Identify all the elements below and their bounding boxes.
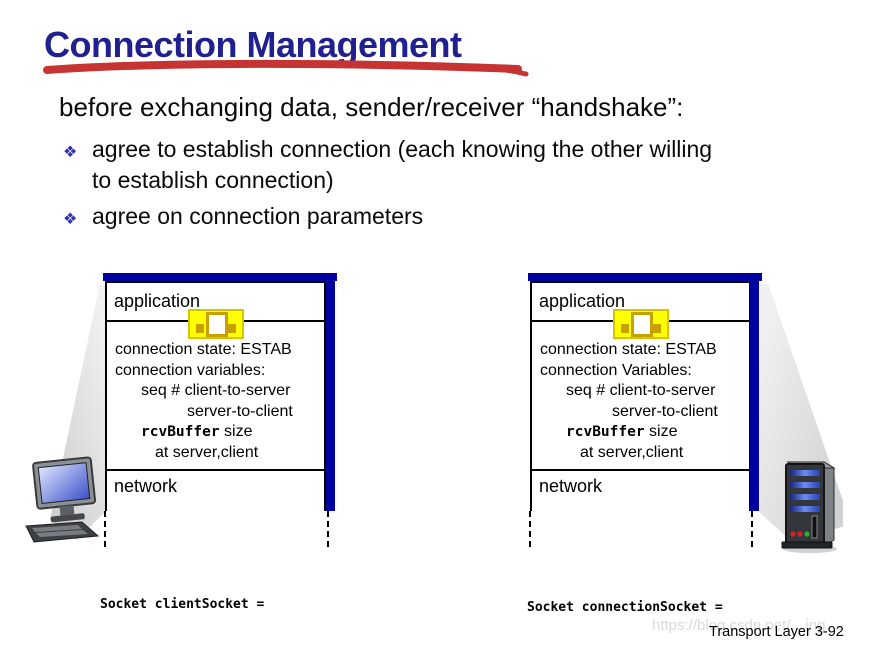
page-number-label: Transport Layer 3-92 [709,624,844,640]
dashed-wire [327,511,329,547]
intro-text: before exchanging data, sender/receiver … [59,92,684,122]
socket-door-icon [630,312,653,337]
bullet-text: to establish connection) [92,167,334,193]
protocol-stack-box-client: application connection state: ESTAB conn… [105,281,326,511]
network-layer-label: network [539,476,603,496]
layer-separator [107,469,324,471]
connection-state-text: connection state: ESTAB connection Varia… [540,341,718,461]
bullet-text: agree to establish connection (each know… [92,136,713,162]
desktop-pc-icon [25,456,100,543]
socket-pin-icon [195,324,204,333]
connection-state-text: connection state: ESTAB connection varia… [115,341,293,461]
socket-door-icon [205,312,228,337]
blue-bar-right [326,273,335,511]
blue-bar-top [103,273,337,281]
diamond-bullet-icon: ❖ [63,211,78,228]
blue-bar-top [528,273,762,281]
blue-bar-right [750,273,759,511]
network-layer-label: network [114,476,178,496]
socket-pin-icon [227,324,236,333]
layer-separator [532,469,749,471]
bullet-text: agree on connection parameters [92,203,424,229]
server-socket-code: Socket connectionSocket = welcomeSocket.… [527,600,723,615]
application-layer-label: application [114,291,201,311]
csdn-watermark: https://blog.csdn.net/…ing [652,617,826,634]
page-title: Connection Management [44,24,462,65]
diamond-bullet-icon: ❖ [63,144,78,161]
socket-pin-icon [652,324,661,333]
dashed-wire [104,511,106,547]
client-socket-code: Socket clientSocket = newSocket("hostnam… [100,597,265,612]
title-underline-swoosh [43,59,529,77]
dashed-wire [751,511,753,547]
socket-pin-icon [620,324,629,333]
server-tower-icon [781,461,837,553]
protocol-stack-box-server: application connection state: ESTAB conn… [530,281,751,511]
application-layer-label: application [539,291,626,311]
dashed-wire [529,511,531,547]
socket-icon [612,309,669,339]
socket-icon [187,309,244,339]
